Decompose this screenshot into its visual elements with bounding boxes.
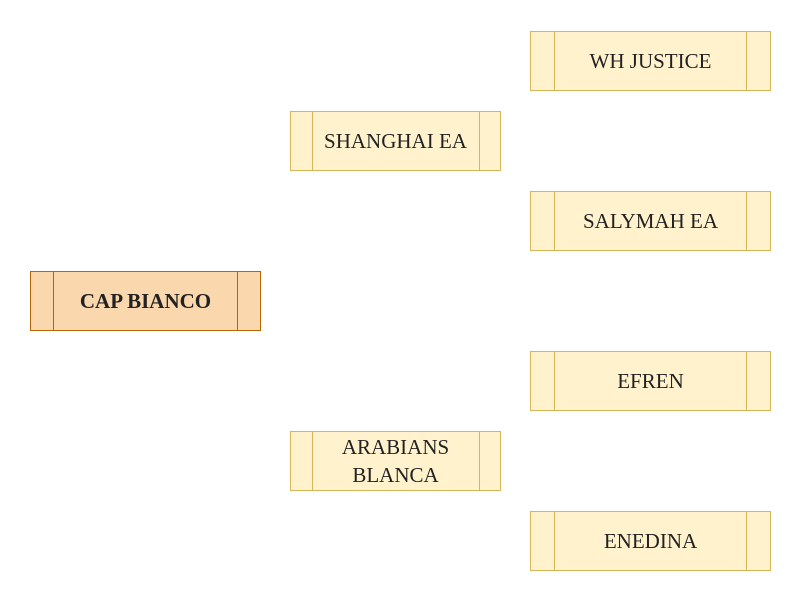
- divider: [746, 512, 747, 570]
- divider: [312, 112, 313, 170]
- grandparent-node[interactable]: SALYMAH EA: [530, 191, 771, 251]
- divider: [554, 352, 555, 410]
- divider: [312, 432, 313, 490]
- node-label: EFREN: [617, 368, 684, 393]
- node-label: SHANGHAI EA: [324, 128, 467, 153]
- divider: [746, 352, 747, 410]
- node-label: ARABIANS BLANCA: [341, 434, 450, 487]
- divider: [479, 112, 480, 170]
- divider: [479, 432, 480, 490]
- divider: [554, 192, 555, 250]
- node-label: WH JUSTICE: [589, 48, 712, 73]
- node-label: SALYMAH EA: [583, 208, 718, 233]
- divider: [53, 272, 54, 330]
- grandparent-node[interactable]: ENEDINA: [530, 511, 771, 571]
- pedigree-root-node[interactable]: CAP BIANCO: [30, 271, 261, 331]
- sire-node[interactable]: SHANGHAI EA: [290, 111, 501, 171]
- divider: [554, 512, 555, 570]
- divider: [746, 32, 747, 90]
- dam-node[interactable]: ARABIANS BLANCA: [290, 431, 501, 491]
- grandparent-node[interactable]: WH JUSTICE: [530, 31, 771, 91]
- divider: [554, 32, 555, 90]
- divider: [237, 272, 238, 330]
- node-label: CAP BIANCO: [79, 288, 212, 313]
- grandparent-node[interactable]: EFREN: [530, 351, 771, 411]
- node-label: ENEDINA: [603, 528, 698, 553]
- divider: [746, 192, 747, 250]
